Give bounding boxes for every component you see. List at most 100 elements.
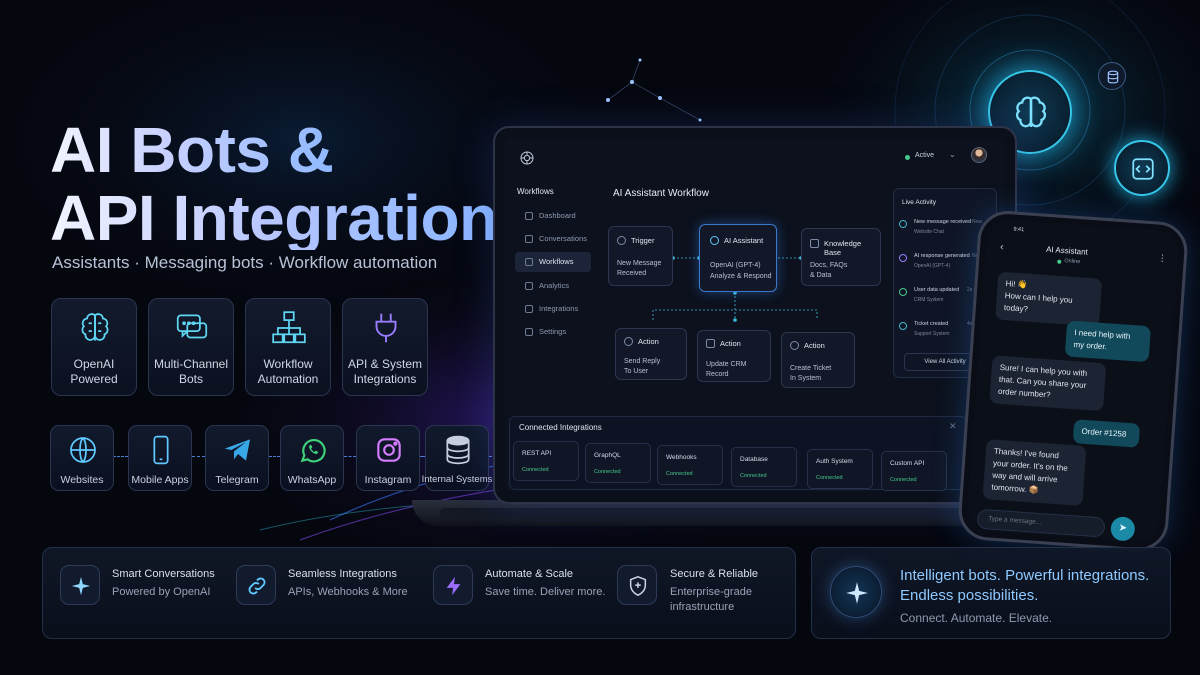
mobile-icon (153, 435, 169, 465)
chat-title: AI Assistant (1045, 244, 1089, 257)
node-title: Trigger (631, 236, 655, 245)
feature-card-multichannel: Multi-Channel Bots (148, 298, 234, 396)
user-message: I need help with my order. (1064, 320, 1152, 363)
feature-label: Workflow Automation (257, 357, 319, 386)
chat-status: Online (1064, 258, 1081, 266)
integration-status: Connected (740, 473, 767, 479)
sidebar-item-analytics[interactable]: Analytics (515, 276, 591, 296)
feature-card-workflow: Workflow Automation (245, 298, 331, 396)
activity-sub: Support System (914, 331, 950, 337)
activity-icon (899, 322, 907, 330)
ai-assistant-icon (710, 236, 719, 245)
channel-mobile-apps (128, 425, 192, 491)
benefit-desc: Enterprise-grade infrastructure (670, 586, 752, 613)
plug-icon (375, 313, 397, 343)
integration-status: Connected (522, 467, 549, 473)
reply-icon (624, 337, 633, 346)
channel-label: Instagram (364, 474, 412, 486)
whatsapp-icon (300, 438, 326, 463)
node-title: Action (638, 337, 659, 346)
hero-title-line2: API Integrations (50, 182, 533, 254)
sidebar-item-workflows[interactable]: Workflows (515, 252, 591, 272)
feature-label: OpenAI Powered (70, 357, 118, 386)
shield-icon (629, 576, 647, 596)
benefit-desc: Save time. Deliver more. (485, 586, 606, 598)
tagline-line2: Endless possibilities. (900, 587, 1039, 604)
benefit-icon-box (617, 565, 657, 605)
channel-websites (50, 425, 114, 491)
workflow-title: AI Assistant Workflow (613, 188, 709, 199)
link-icon (248, 577, 266, 595)
benefit-title: Automate & Scale (485, 568, 574, 580)
channel-internal-systems (425, 425, 489, 491)
laptop-keyboard (440, 508, 1060, 518)
more-icon[interactable]: ⋮ (1157, 252, 1168, 264)
crm-icon (706, 339, 715, 348)
node-desc: In System (790, 375, 822, 382)
close-icon[interactable]: ✕ (949, 421, 957, 431)
sidebar-item-conversations[interactable]: Conversations (515, 229, 591, 249)
integration-name: GraphQL (594, 452, 621, 459)
avatar[interactable] (971, 147, 987, 163)
database-icon (446, 435, 470, 465)
action-node-send-reply[interactable]: Action Send Reply To User (615, 328, 687, 380)
feature-card-api: API & System Integrations (342, 298, 428, 396)
knowledge-base-node[interactable]: Knowledge Base Docs, FAQs & Data (801, 228, 881, 286)
user-message: Order #1258 (1072, 419, 1141, 448)
node-desc: Docs, FAQs (810, 262, 848, 269)
database-orb (1098, 62, 1126, 90)
node-desc: Record (706, 371, 729, 378)
sidebar-item-integrations[interactable]: Integrations (515, 299, 591, 319)
back-arrow-icon[interactable]: ‹ (999, 241, 1004, 253)
channel-label: Internal Systems (421, 474, 493, 485)
channel-telegram (205, 425, 269, 491)
integration-name: Webhooks (666, 454, 697, 461)
bot-message: Hi! 👋 How can I help you today? (995, 271, 1103, 327)
workflows-icon (525, 258, 533, 266)
integration-card[interactable]: GraphQL Connected (585, 443, 651, 483)
ai-assistant-node[interactable]: AI Assistant OpenAI (GPT-4) Analyze & Re… (699, 224, 777, 292)
node-desc: Analyze & Respond (710, 273, 772, 280)
channel-label: WhatsApp (287, 474, 337, 486)
message-input[interactable]: Type a message... (976, 508, 1106, 538)
tagline-line3: Connect. Automate. Elevate. (900, 611, 1053, 625)
benefits-panel (42, 547, 796, 639)
channel-instagram (356, 425, 420, 491)
node-title: Knowledge Base (824, 239, 862, 257)
instagram-icon (377, 438, 401, 462)
node-desc: Update CRM (706, 361, 747, 368)
trigger-node[interactable]: Trigger New Message Received (608, 226, 673, 286)
app-logo-icon (520, 151, 534, 165)
integration-status: Connected (594, 469, 621, 475)
activity-title: New message received (914, 219, 972, 225)
sparkle-icon (846, 582, 868, 604)
benefit-desc: Powered by OpenAI (112, 586, 211, 598)
online-dot (1057, 259, 1062, 264)
action-node-update-crm[interactable]: Action Update CRM Record (697, 330, 771, 382)
integration-name: Database (740, 456, 768, 463)
benefit-title: Seamless Integrations (288, 568, 397, 580)
action-node-create-ticket[interactable]: Action Create Ticket In System (781, 332, 855, 388)
status-dropdown-chevron-icon[interactable]: ⌄ (949, 150, 956, 159)
activity-time: Now (971, 219, 982, 225)
code-orb (1114, 140, 1170, 196)
node-title: Action (804, 341, 825, 350)
sidebar-item-dashboard[interactable]: Dashboard (515, 206, 591, 226)
integration-status: Connected (816, 475, 843, 481)
send-button[interactable]: ➤ (1110, 516, 1136, 542)
sidebar-item-settings[interactable]: Settings (515, 322, 591, 342)
activity-title: Ticket created (914, 321, 949, 327)
node-desc: To User (624, 368, 649, 375)
code-icon (1132, 158, 1154, 180)
bolt-icon (446, 576, 461, 596)
hero-subtitle: Assistants · Messaging bots · Workflow a… (52, 253, 438, 272)
sidebar-title: Workflows (517, 187, 554, 196)
feature-label: Multi-Channel Bots (153, 357, 229, 386)
database-icon (1107, 70, 1119, 84)
channel-label: Mobile Apps (131, 474, 189, 486)
